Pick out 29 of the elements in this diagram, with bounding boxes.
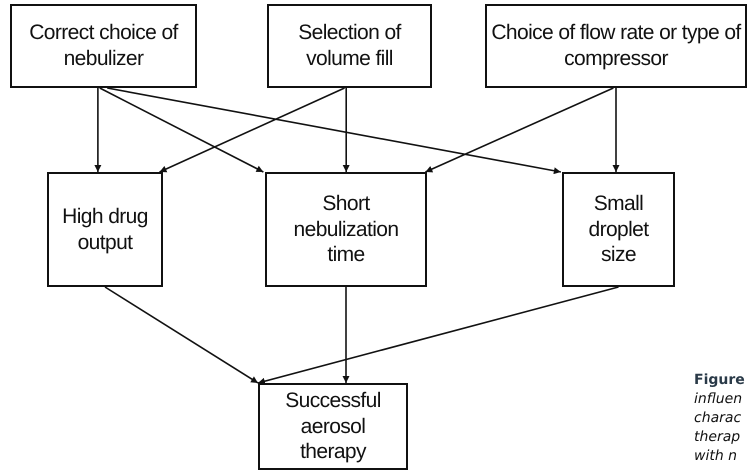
arrow: [342, 287, 350, 383]
box-text: Short nebulization time: [292, 191, 400, 268]
process-box: [265, 172, 427, 287]
caption-fragment: therap: [694, 429, 740, 446]
arrow: [612, 88, 620, 172]
process-box: [10, 4, 197, 88]
arrow: [258, 286, 619, 385]
box-text: Successful aerosol therapy: [284, 388, 382, 465]
arrow: [99, 87, 264, 173]
process-box: [562, 172, 675, 287]
caption-fragment: influen: [694, 391, 742, 408]
arrow: [94, 88, 102, 172]
process-box: [258, 383, 408, 470]
arrow: [104, 286, 258, 384]
process-box: [267, 4, 432, 88]
arrow: [107, 87, 562, 174]
arrow: [342, 88, 350, 172]
figure-label: Figure: [694, 372, 745, 389]
caption-fragment: with n: [694, 448, 738, 465]
arrow: [425, 87, 614, 173]
box-text: Choice of flow rate or type of compressor: [491, 20, 741, 72]
box-text: Correct choice of nebulizer: [28, 20, 180, 72]
box-text: Small droplet size: [587, 191, 650, 268]
box-text: Selection of volume fill: [297, 20, 402, 72]
box-text: High drug output: [61, 204, 149, 256]
caption-fragment: charac: [694, 410, 742, 427]
process-box: [47, 172, 163, 287]
arrow: [159, 87, 345, 173]
process-box: [485, 4, 747, 88]
